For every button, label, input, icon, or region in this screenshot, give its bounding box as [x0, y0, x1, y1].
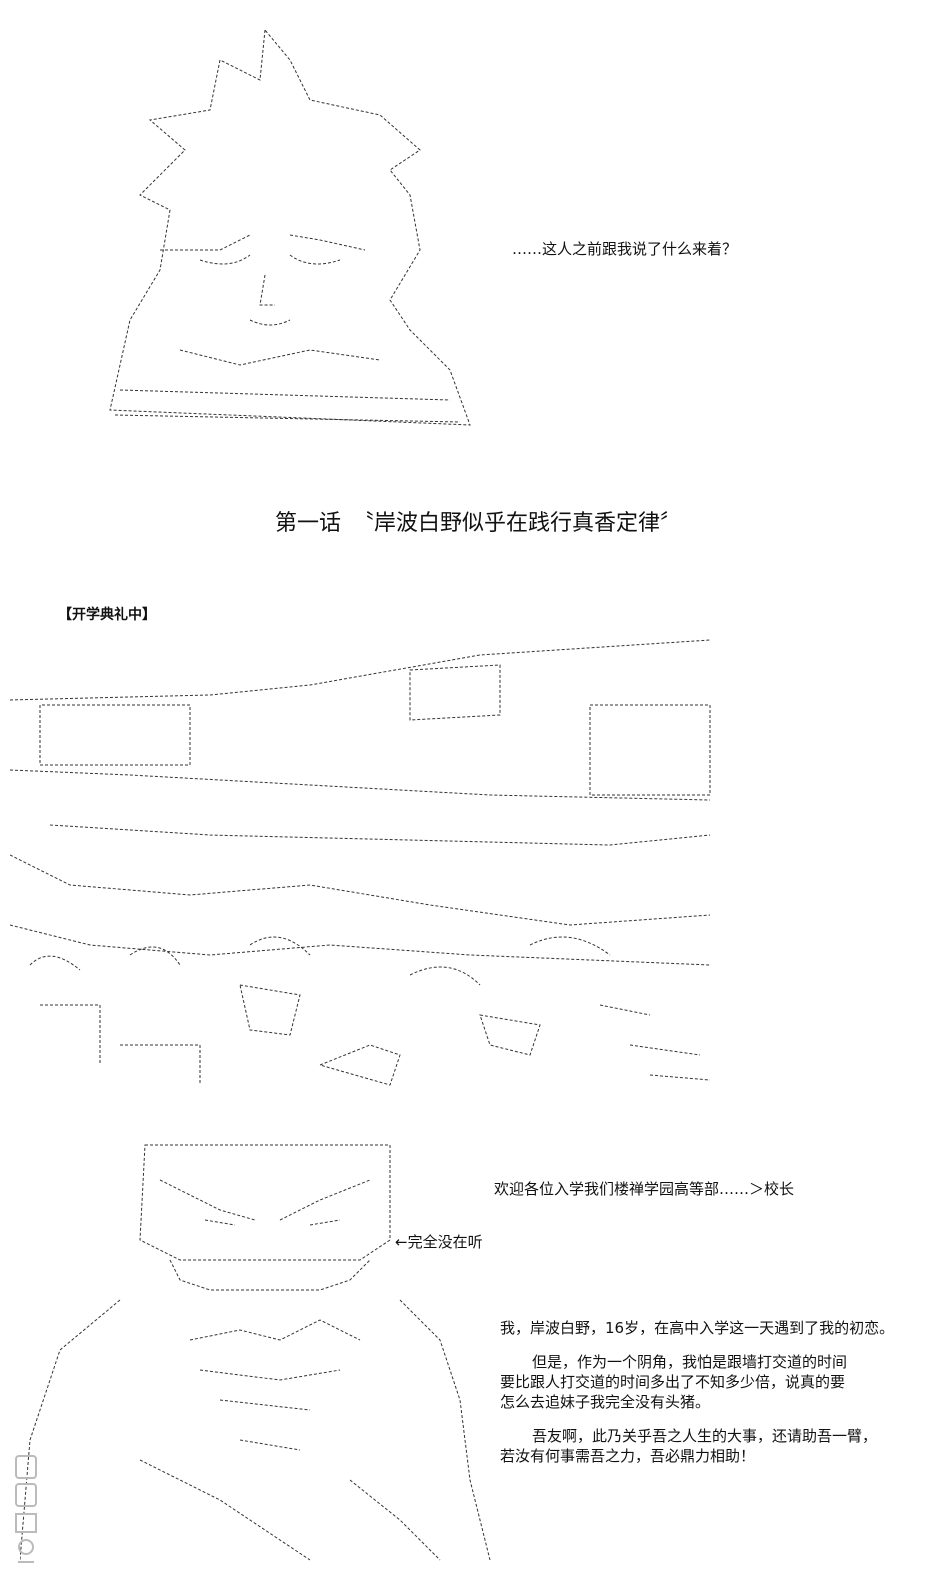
chapter-title: 第一话 〝岸波白野似乎在践行真香定律〞 — [275, 511, 683, 536]
narration-line: 怎么去追妹子我完全没有头猪。 — [500, 1393, 711, 1411]
auditorium-crowd-art — [10, 625, 720, 1090]
aside-note: ←完全没在听 — [395, 1233, 483, 1251]
narration-line: 吾友啊，此乃关乎吾之人生的大事，还请助吾一臂， — [532, 1427, 878, 1445]
character-art-panel-1 — [90, 20, 490, 440]
narration-line: 但是，作为一个阴角，我怕是跟墙打交道的时间 — [532, 1353, 848, 1371]
watermark-logo-icon — [12, 1452, 42, 1572]
narration-block: 我，岸波白野，16岁，在高中入学这一天遇到了我的初恋。 但是，作为一个阴角，我怕… — [500, 1318, 920, 1466]
narration-line: 若汝有何事需吾之力，吾必鼎力相助！ — [500, 1447, 756, 1465]
scene-label: 【开学典礼中】 — [58, 607, 156, 623]
narration-line: 要比跟人打交道的时间多出了不知多少倍，说真的要 — [500, 1373, 846, 1391]
thought-text: ……这人之前跟我说了什么来着？ — [512, 240, 738, 258]
principal-speech: 欢迎各位入学我们楼禅学园高等部……＞校长 — [494, 1180, 795, 1198]
character-art-panel-3 — [20, 1140, 500, 1570]
narration-line: 我，岸波白野，16岁，在高中入学这一天遇到了我的初恋。 — [500, 1319, 895, 1337]
